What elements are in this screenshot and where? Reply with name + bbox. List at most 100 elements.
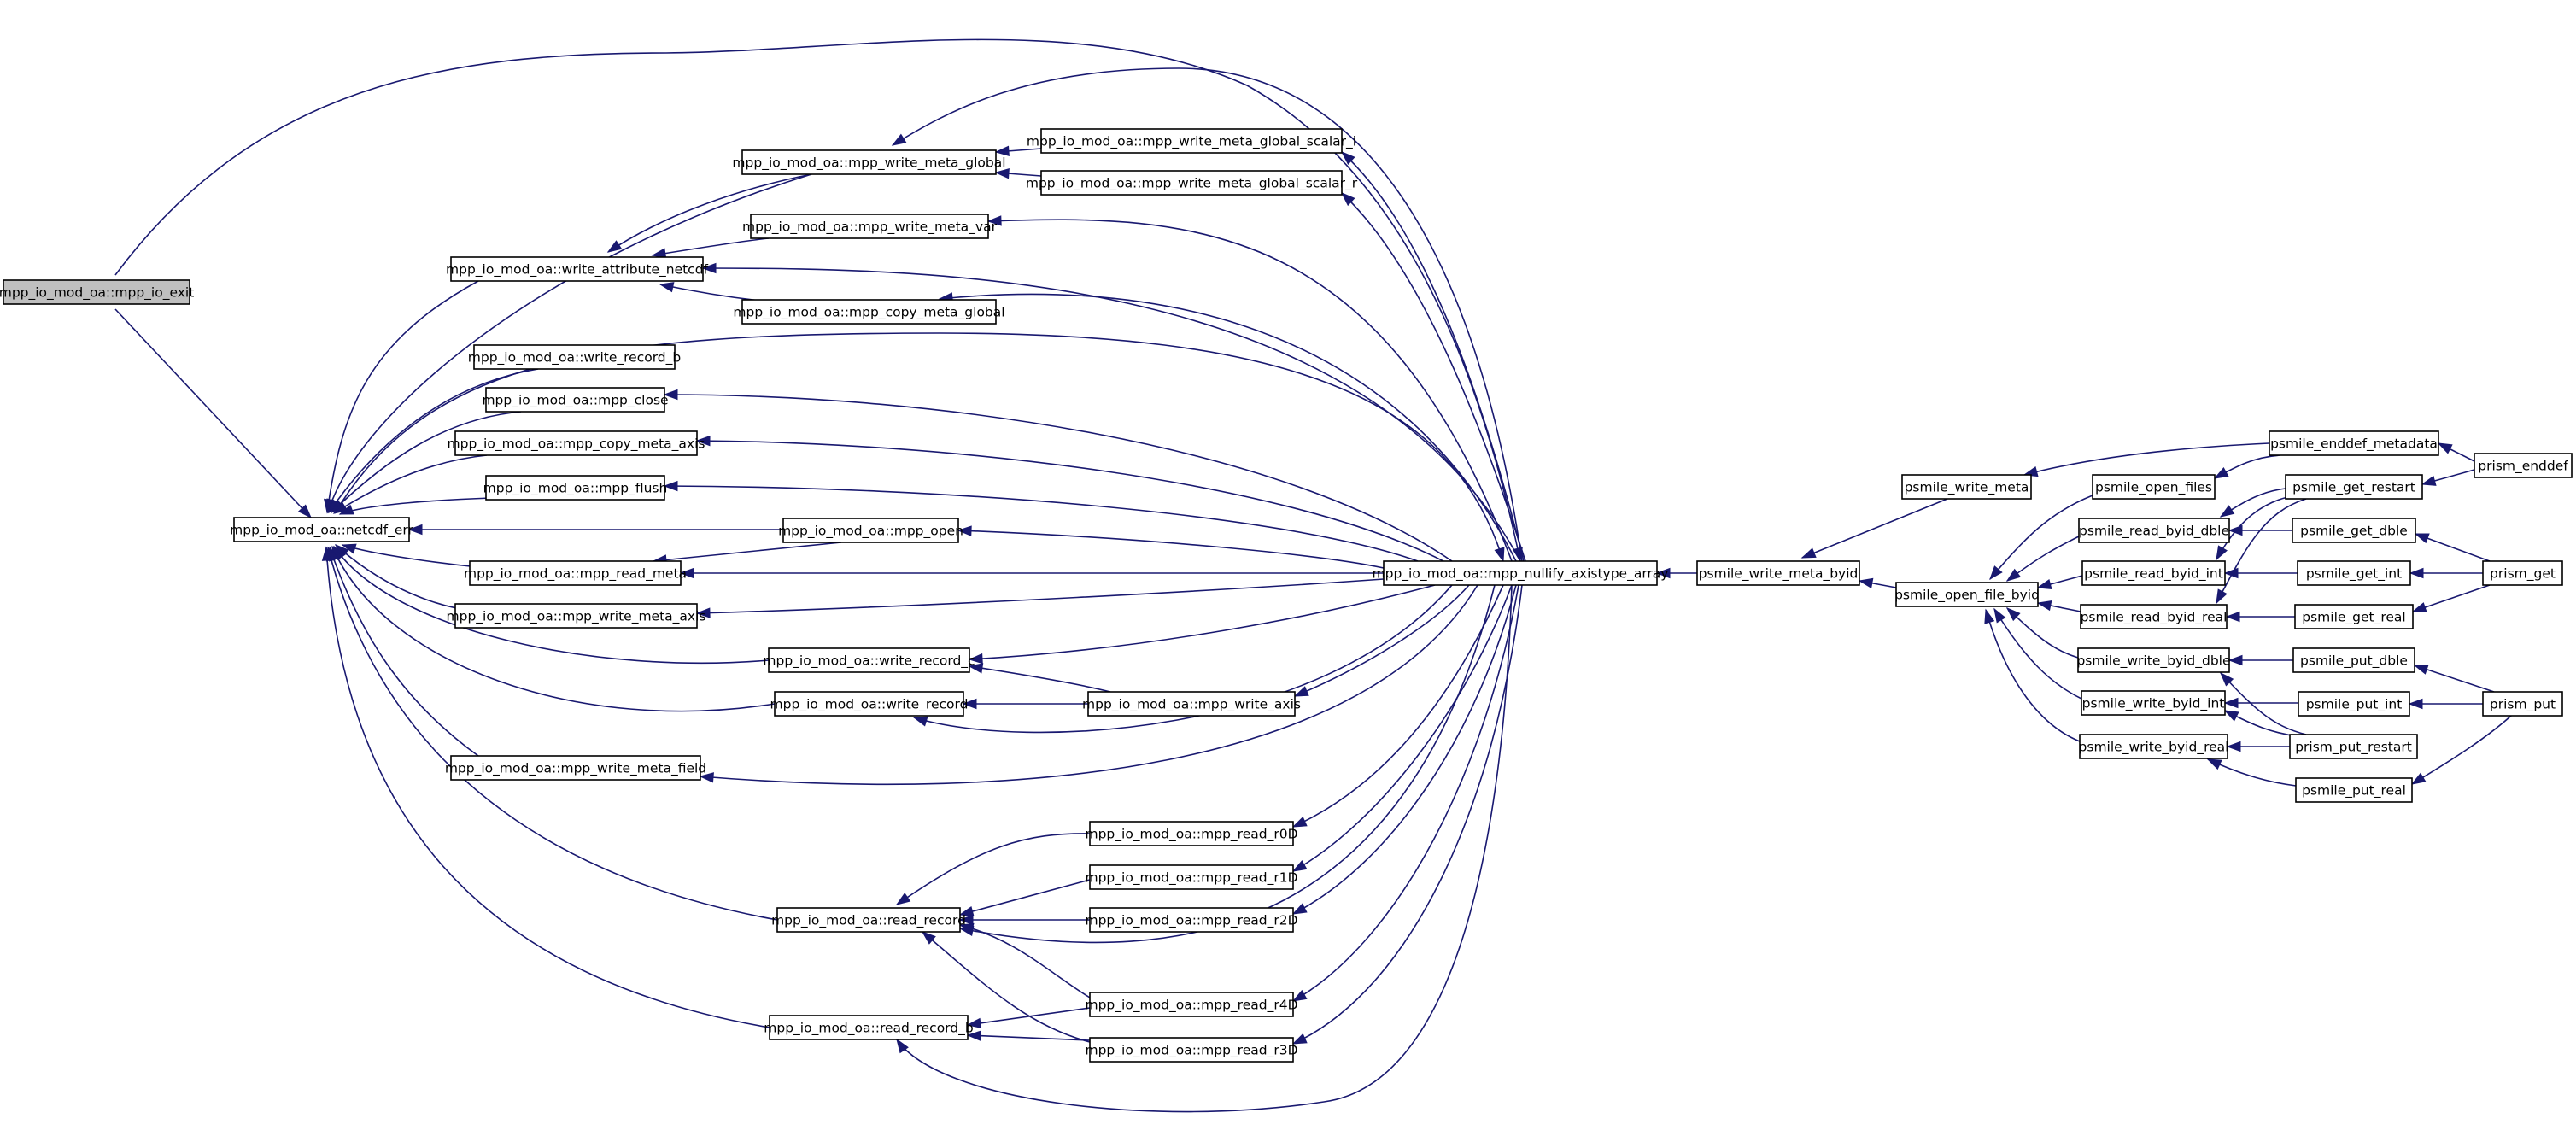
- node-psmile-open-file-byid[interactable]: psmile_open_file_byid: [1894, 582, 2040, 607]
- node-psmile-open-files[interactable]: psmile_open_files: [2092, 474, 2216, 500]
- node-read-record[interactable]: mpp_io_mod_oa::read_record: [771, 907, 966, 933]
- node-read-r3D[interactable]: mpp_io_mod_oa::mpp_read_r3D: [1085, 1037, 1298, 1063]
- call-edge-prism_put-to-psmile_put_dble: [2413, 665, 2495, 693]
- call-edge-psmile_write_byid_dble-to-psmile_open_file_byid: [2005, 607, 2079, 659]
- node-box: [1895, 582, 2039, 607]
- node-prism-get[interactable]: prism_get: [2482, 560, 2563, 586]
- edge-line: [1294, 584, 1470, 697]
- node-mpp-close[interactable]: mpp_io_mod_oa::mpp_close: [482, 387, 669, 413]
- edge-arrowhead: [1858, 577, 1874, 588]
- node-write-meta-global-scalar-i[interactable]: mpp_io_mod_oa::mpp_write_meta_global_sca…: [1027, 128, 1356, 154]
- edge-line: [335, 544, 479, 612]
- node-psmile-put-int[interactable]: psmile_put_int: [2298, 691, 2410, 717]
- edge-arrowhead: [1291, 989, 1308, 1002]
- node-read-r2D[interactable]: mpp_io_mod_oa::mpp_read_r2D: [1085, 907, 1298, 933]
- node-write-meta-axis[interactable]: mpp_io_mod_oa::mpp_write_meta_axis: [447, 603, 706, 629]
- edge-line: [2220, 672, 2307, 735]
- edge-arrowhead: [2216, 545, 2228, 561]
- node-read-meta[interactable]: mpp_io_mod_oa::mpp_read_meta: [464, 560, 687, 586]
- edge-line: [331, 411, 522, 513]
- node-read-r1D[interactable]: mpp_io_mod_oa::mpp_read_r1D: [1085, 864, 1298, 890]
- call-edge-nullify-to-write_record_c: [968, 584, 1436, 665]
- node-psmile-get-int[interactable]: psmile_get_int: [2297, 560, 2411, 586]
- edge-line: [327, 547, 778, 921]
- node-psmile-get-restart[interactable]: psmile_get_restart: [2285, 474, 2423, 500]
- edge-line: [2207, 758, 2297, 787]
- edge-line: [607, 173, 812, 253]
- node-box: [2092, 474, 2216, 500]
- node-box: [1087, 691, 1296, 717]
- node-read-r0D[interactable]: mpp_io_mod_oa::mpp_read_r0D: [1085, 821, 1298, 846]
- node-psmile-get-real[interactable]: psmile_get_real: [2294, 604, 2414, 629]
- node-label: prism_put: [2490, 697, 2556, 713]
- node-psmile-write-byid-int[interactable]: psmile_write_byid_int: [2081, 690, 2226, 716]
- node-box: [1089, 992, 1294, 1017]
- node-label: mpp_io_mod_oa::mpp_read_r3D: [1085, 1043, 1297, 1059]
- node-mpp-open[interactable]: mpp_io_mod_oa::mpp_open: [778, 518, 963, 543]
- node-write-attribute-netcdf[interactable]: mpp_io_mod_oa::write_attribute_netcdf: [446, 256, 709, 282]
- edge-arrowhead: [1340, 151, 1355, 166]
- edge-line: [2216, 498, 2307, 604]
- node-label: mpp_io_mod_oa::mpp_io_exit: [0, 285, 194, 302]
- node-prism-enddef[interactable]: prism_enddef: [2474, 453, 2573, 478]
- node-netcdf-err[interactable]: mpp_io_mod_oa::netcdf_err: [230, 517, 413, 542]
- node-label: mpp_io_mod_oa::mpp_read_meta: [464, 566, 687, 583]
- node-write-meta-var[interactable]: mpp_io_mod_oa::mpp_write_meta_var: [742, 214, 998, 239]
- node-label: psmile_get_restart: [2292, 480, 2415, 496]
- node-write-record-b[interactable]: mpp_io_mod_oa::write_record_b: [468, 344, 681, 370]
- edge-arrowhead: [2219, 671, 2234, 687]
- node-prism-put-restart[interactable]: prism_put_restart: [2289, 734, 2418, 759]
- node-psmile-read-byid-dble[interactable]: psmile_read_byid_dble: [2078, 518, 2230, 543]
- node-psmile-get-dble[interactable]: psmile_get_dble: [2292, 518, 2416, 543]
- node-label: mpp_io_mod_oa::write_record: [770, 697, 969, 713]
- node-read-r4D[interactable]: mpp_io_mod_oa::mpp_read_r4D: [1085, 992, 1298, 1017]
- edge-arrowhead: [895, 893, 911, 905]
- node-write-meta-global[interactable]: mpp_io_mod_oa::mpp_write_meta_global: [732, 149, 1006, 175]
- call-edge-nullify-to-write_meta_global_scalar_r: [1340, 192, 1526, 562]
- edge-line: [967, 1034, 1091, 1041]
- node-mpp-flush[interactable]: mpp_io_mod_oa::mpp_flush: [483, 475, 668, 501]
- node-psmile-write-byid-dble[interactable]: psmile_write_byid_dble: [2076, 647, 2231, 673]
- edge-line: [939, 293, 1517, 562]
- edge-arrowhead: [2005, 568, 2022, 582]
- node-psmile-put-dble[interactable]: psmile_put_dble: [2292, 647, 2415, 673]
- node-psmile-enddef-metadata[interactable]: psmile_enddef_metadata: [2269, 430, 2439, 456]
- node-box: [750, 214, 989, 239]
- edge-arrowhead: [2413, 665, 2429, 675]
- edge-line: [2411, 715, 2512, 785]
- edge-arrowhead: [1984, 608, 1995, 624]
- call-edge-nullify-to-mpp_open: [957, 525, 1385, 569]
- node-nullify[interactable]: mpp_io_mod_oa::mpp_nullify_axistype_arra…: [1373, 560, 1669, 586]
- node-box: [450, 256, 704, 282]
- edge-line: [1292, 584, 1504, 828]
- node-write-record[interactable]: mpp_io_mod_oa::write_record: [770, 691, 969, 717]
- node-box: [2078, 518, 2230, 543]
- node-psmile-read-byid-real[interactable]: psmile_read_byid_real: [2080, 604, 2228, 629]
- node-label: mpp_io_mod_oa::mpp_read_r4D: [1085, 998, 1297, 1014]
- node-label: psmile_get_int: [2306, 566, 2402, 583]
- node-psmile-write-meta-byid[interactable]: psmile_write_meta_byid: [1696, 560, 1860, 586]
- edge-arrowhead: [1494, 547, 1505, 563]
- node-psmile-write-byid-real[interactable]: psmile_write_byid_real: [2079, 734, 2229, 759]
- call-edge-psmile_get_int-to-psmile_read_byid_int: [2223, 567, 2298, 579]
- node-copy-meta-global[interactable]: mpp_io_mod_oa::mpp_copy_meta_global: [733, 299, 1005, 325]
- node-prism-put[interactable]: prism_put: [2482, 691, 2563, 717]
- node-psmile-read-byid-int[interactable]: psmile_read_byid_int: [2081, 560, 2226, 586]
- edge-arrowhead: [606, 240, 623, 253]
- node-write-meta-global-scalar-r[interactable]: mpp_io_mod_oa::mpp_write_meta_global_sca…: [1026, 170, 1358, 196]
- node-read-record-b[interactable]: mpp_io_mod_oa::read_record_b: [764, 1015, 974, 1040]
- node-write-axis[interactable]: mpp_io_mod_oa::mpp_write_axis: [1082, 691, 1301, 717]
- node-psmile-put-real[interactable]: psmile_put_real: [2295, 777, 2413, 803]
- node-copy-meta-axis[interactable]: mpp_io_mod_oa::mpp_copy_meta_axis: [448, 430, 705, 456]
- call-edge-read_r0D-to-read_record: [895, 833, 1091, 905]
- node-label: mpp_io_mod_oa::write_attribute_netcdf: [446, 262, 709, 278]
- call-edge-nullify-to-read_r3D: [1291, 584, 1523, 1045]
- node-write-record-c[interactable]: mpp_io_mod_oa::write_record_c: [763, 647, 975, 673]
- call-edge-psmile_open_file_byid-to-psmile_write_meta_byid: [1858, 577, 1897, 588]
- node-label: mpp_io_mod_oa::mpp_write_meta_global_sca…: [1026, 176, 1358, 192]
- node-mpp-io-exit[interactable]: mpp_io_mod_oa::mpp_io_exit: [0, 279, 194, 305]
- edge-arrowhead: [699, 772, 714, 783]
- call-edge-prism_put_restart-to-psmile_write_byid_dble: [2219, 671, 2307, 735]
- node-write-meta-field[interactable]: mpp_io_mod_oa::mpp_write_meta_field: [445, 755, 706, 781]
- node-psmile-write-meta[interactable]: psmile_write_meta: [1901, 474, 2032, 500]
